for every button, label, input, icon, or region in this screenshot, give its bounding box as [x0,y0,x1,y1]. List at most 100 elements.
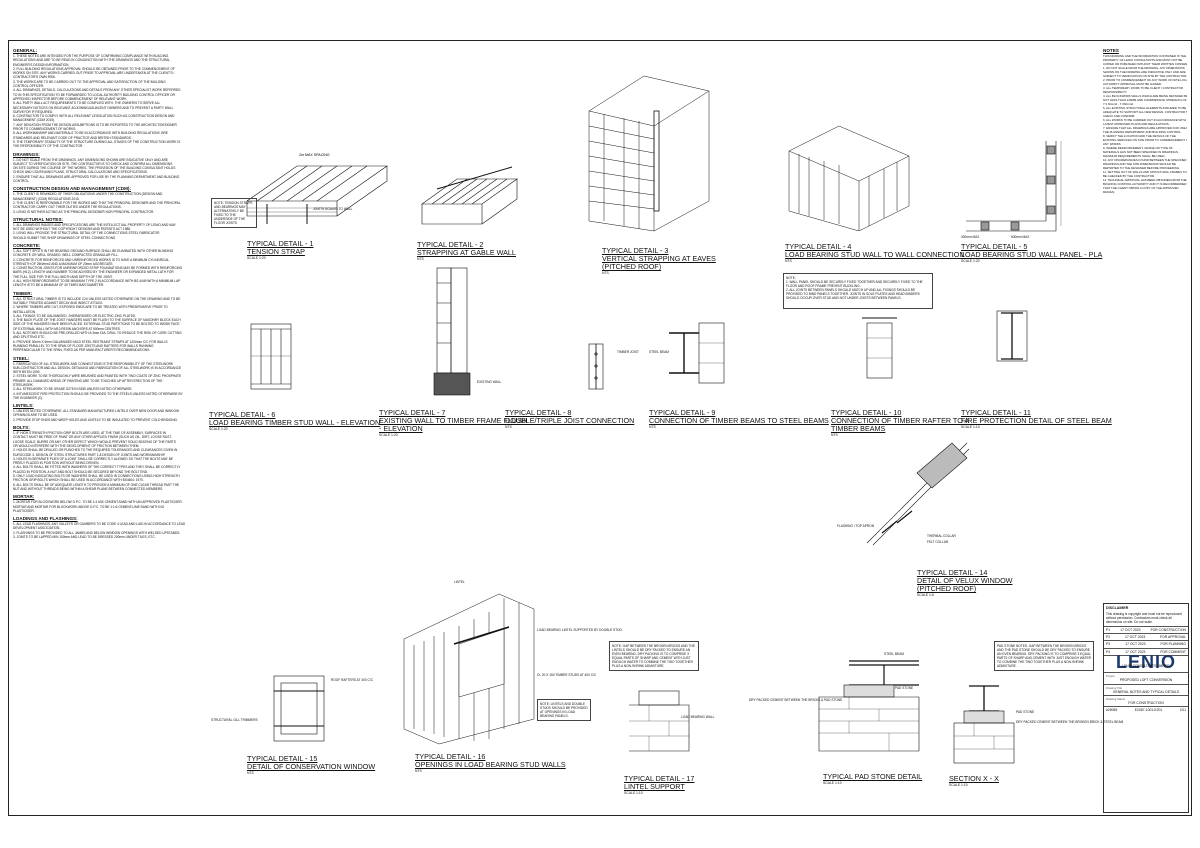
detail-10: TYPICAL DETAIL - 10 CONNECTION OF TIMBER… [831,303,969,437]
notes-line: CONTRACTOR CARRY OUT THEIR DUTIES UNDER … [13,205,122,210]
notes-line: 3. THE WORKS ARE TO BE CARRIED OUT TO TH… [13,79,166,84]
right-notes: NOTES THIS DRAWING AND THE INFORMATION C… [1103,45,1187,633]
notes-line: 4. INTUMESCENT FIRE PROTECTION SHOULD BE… [13,391,183,396]
right-notes-line: THIS DRAWING AND THE INFORMATION CONTAIN… [1103,54,1187,58]
notes-line: 9. THE TEMPORARY STABILITY OF THE STRUCT… [13,139,181,144]
notes-line: NECESSARY NOTICES ON RELEVANT ADJOINING/… [13,105,174,110]
notes-line: MORTAR AND MORTAR FOR BLOCKWORK ABOVE D.… [13,504,165,509]
sec-dry-pack: DRY PACKED CEMENT BETWEEN THE BROKEN BRI… [1016,720,1124,724]
notes-line: CONCRETE OR WELL GRADED, WELL COMPACTED … [13,253,119,258]
right-notes-line: DESIGN. [1103,190,1115,194]
right-notes-line: BE CHECKED BY THE CONTRACTOR. [1103,174,1155,178]
notes-line: SIDE OF THE HANGERS HAVE BEEN PLACED. EX… [13,322,180,327]
d16-scale: NTS [415,769,422,773]
d3-scale: NTS [602,271,609,275]
revision-desc: FOR CONSTRUCTION [1150,628,1186,632]
right-notes-line: REPORTED TO THE DESIGNER BEFORE PROCEEDI… [1103,166,1180,170]
d4-note-1: 1. WALL PANEL SHOULD BE SECURELY FIXED T… [786,280,923,288]
d7-scale: SCALE 1:20 [379,433,398,437]
right-notes-line: 7. ENSURE THAT ALL DRAWINGS ARE APPROVED… [1103,126,1187,130]
rafter-to-beam-drawing [862,317,897,379]
pad-note: PAD STONE NOTES: GAP BETWEEN THE BROKEN … [994,641,1094,671]
right-notes-line: RESPONSIBILITY. [1103,90,1128,94]
right-notes-line: 3. ALL TEMPORARY WORK TO BE CLIENT / CON… [1103,86,1183,90]
right-notes-line: 8. VERIFY THE LOCATION AND THE DETAILS O… [1103,134,1176,138]
notes-line: THE FULL SIZE FOR THE FULL WIDTH AND DEP… [13,274,113,279]
d9-title2: CONNECTION OF TIMBER BEAMS TO STEEL BEAM… [649,416,829,425]
right-notes-line: SUBJECT TO VERIFICATION ON SITE BY THE C… [1103,74,1187,78]
notes-section-heading: GENERAL: [13,48,37,53]
notes-line: 3. JOINTS TO BE LAPPED MIN 150mm AND LEA… [13,535,156,540]
right-notes-line: 12. TECHNICAL APPROVAL HAS BEEN OBTAINED… [1103,178,1187,182]
d9-steel-beam: STEEL BEAM [649,350,669,354]
notes-line: ENGINEER'S DESIGN INFORMATION. [13,62,70,67]
notes-line: SUITABLY TREATED AGAINST DECAY AND INSEC… [13,300,104,305]
right-notes-line: 7.3 N/mm2 - 7.3N/mm2. [1103,102,1134,106]
right-notes-line: MAXIMUM REQUIREMENTS SHALL BE USED. [1103,154,1166,158]
notes-line: WORKS ON SITE. ANY WORKS CARRIED OUT PRI… [13,71,175,76]
revision-rev: P1 [1106,628,1111,632]
d10-title3: TIMBER BEAMS [831,424,886,433]
d4-note-heading: NOTE: [786,276,796,280]
disclaimer-heading: DISCLAIMER [1106,606,1129,610]
d3-title2: VERTICAL STRAPPING AT EAVES [602,254,716,263]
notes-line: SUB-CONTRACTOR AND ALL DESIGN, DETAILING… [13,365,182,370]
revision: C01 [1179,708,1186,713]
conservation-window-drawing [273,675,325,742]
revision-desc: FOR COMMENT [1160,649,1186,654]
pad-title: TYPICAL PAD STONE DETAIL [823,772,923,781]
project-name: PROPOSED LOFT CONVERSION [1119,678,1173,683]
notes-line: INSTALLATION. [13,309,37,314]
wall-panel-plan-drawing [966,141,1062,232]
right-notes-line: 11. SETTING OUT OF WALLS AND STRUCTURAL … [1103,170,1187,174]
notes-section-heading: STRUCTURAL NOTES: [13,216,63,222]
notes-line: 5. ALL PARTY WALL ACT REQUIREMENTS TO BE… [13,101,161,106]
right-notes-line: 10. ANY DISCREPANCIES FOUND BETWEEN THE … [1103,158,1187,162]
d6-scale: SCALE 1:20 [209,427,228,431]
right-notes-line: 4. ALL BLOCKWORK WALLS WHICH ARE BEING R… [1103,94,1187,98]
d11-scale: SCALE 1:10 [961,425,980,429]
right-notes-line: BUILDING CONTROL AUTHORITY AND IT IS REC… [1103,182,1187,186]
notes-line: 1. UNLESS NOTED OTHERWISE, ALL STANDARD … [13,409,180,414]
notes-line: EUROCODE 3. DESIGN OF STEEL STRUCTURES P… [13,452,166,457]
d2-title2: STRAPPING AT GABLE WALL [417,248,516,257]
notes-line: WITH BS EN 1090. [13,370,41,375]
d14-felt-collar: FELT COLLAR [927,540,949,544]
notes-section-heading: DRAWINGS: [13,151,40,157]
right-notes-line: PROPERTY OF LENIO CONSULTANTS AND MUST N… [1103,58,1183,62]
detail-3: TYPICAL DETAIL - 3 VERTICAL STRAPPING AT… [584,71,716,275]
notes-line: 6. ALL BOLTS SHALL BE OF ADEQUATE LENGTH… [13,482,180,487]
detail-pad-stone: STEEL BEAM PAD STONE DRY PACKED CEMENT B… [749,651,929,785]
d8-scale: NTS [505,425,512,429]
notes-line: OPENINGS ARE TO BE USED. [13,413,59,418]
d7-title2: EXISTING WALL TO TIMBER FRAME FLUSH [379,416,528,425]
d6-title2: LOAD BEARING TIMBER STUD WALL - ELEVATIO… [209,418,381,427]
right-notes-line: THAT THE CLIENT OBTAIN A COPY OF THE APP… [1103,186,1179,190]
d2-scale: NTS [417,257,424,261]
right-notes-line: SHOWN ON THE DRAWING ARE INDICATIVE ONLY… [1103,70,1186,74]
notes-line: 5. ONLY LOAD INDICATING BOLTS OR WASHERS… [13,474,180,479]
notes-line: PERPENDICULAR TO THE SPAN, FIXED AS PER … [13,348,151,353]
d2-title: TYPICAL DETAIL - 2 [417,240,484,249]
notes-line: OR WOULD INTERFERE WITH THE DEVELOPMENT … [13,443,140,448]
d11-title2: FIRE PROTECTION DETAIL OF STEEL BEAM [961,416,1112,425]
d5-scale: SCALE 1:20 [961,259,980,263]
d17-title: TYPICAL DETAIL - 17 [624,774,695,783]
company-sub: LENIO CONSULTANTS LIMITED [1122,664,1170,669]
d14-title2: DETAIL OF VELUX WINDOW [917,576,1013,585]
notes-line: 7. ANY DEVIATION FROM THE DESIGN ASSUMPT… [13,122,177,127]
fire-protection-drawing [996,310,1028,362]
notes-line: REGULATIONS AND ARE TO BE READ IN CONJUN… [13,58,171,63]
notes-line: FREELY PLACED IN POSITION WITHOUT BEING … [13,461,100,466]
lintel-support-drawing [629,690,690,752]
notes-line: BARS (H12), LENGTH AND NUMBER TO BE ADVI… [13,270,174,275]
detail-5: 400mm MAX 600mm MAX TYPICAL DETAIL - 5 L… [961,136,1102,263]
right-notes-lines: THIS DRAWING AND THE INFORMATION CONTAIN… [1103,54,1187,194]
drawing-number: E2087-1001-E201 [1134,708,1163,713]
d11-title: TYPICAL DETAIL - 11 [961,408,1031,417]
openings-stud-wall-drawing [403,593,535,745]
right-notes-line: MATERIALS HAS NOT BEEN SPECIFIED IN DRAW… [1103,150,1179,154]
d10-title2: CONNECTION OF TIMBER RAFTER TO A [831,416,970,425]
